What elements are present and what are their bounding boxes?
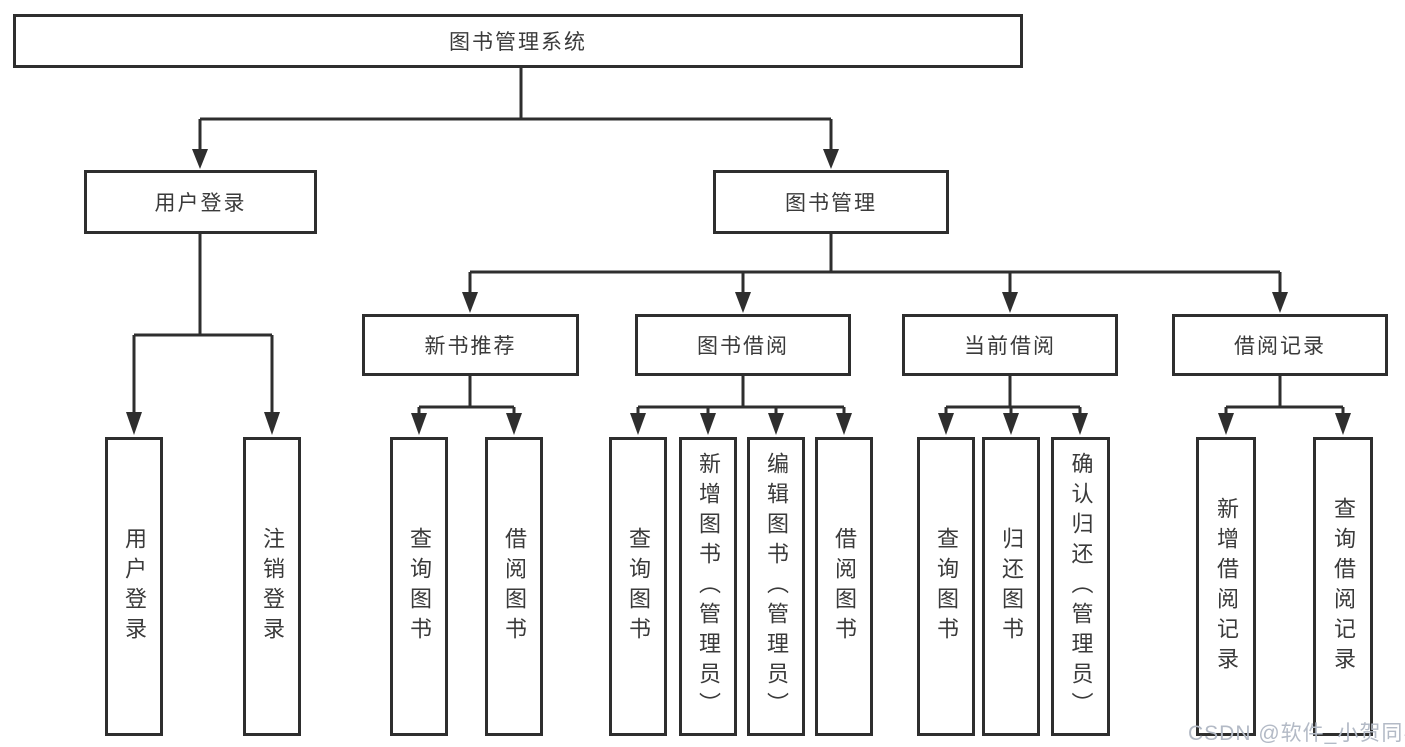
- node-book-borrow: 图书借阅: [635, 314, 851, 376]
- leaf-recommend-borrow-books-label: 借阅图书: [502, 526, 527, 647]
- leaf-user-login: 用户登录: [105, 437, 163, 736]
- node-user-login-branch-label: 用户登录: [154, 192, 247, 215]
- node-user-login-branch: 用户登录: [84, 170, 317, 234]
- node-library-system: 图书管理系统: [13, 14, 1023, 68]
- leaf-add-borrow-record-label: 新增借阅记录: [1214, 496, 1239, 677]
- node-current-borrow: 当前借阅: [902, 314, 1118, 376]
- node-new-book-recommend-label: 新书推荐: [424, 335, 517, 358]
- node-book-management: 图书管理: [713, 170, 949, 234]
- leaf-add-books-admin: 新增图书（管理员）: [679, 437, 737, 736]
- leaf-return-books-label: 归还图书: [999, 526, 1024, 647]
- leaf-return-books: 归还图书: [982, 437, 1040, 736]
- leaf-user-login-label: 用户登录: [122, 526, 147, 647]
- leaf-add-books-admin-label: 新增图书（管理员）: [696, 451, 721, 722]
- leaf-recommend-borrow-books: 借阅图书: [485, 437, 543, 736]
- leaf-current-query-books-label: 查询图书: [934, 526, 959, 647]
- leaf-recommend-query-books: 查询图书: [390, 437, 448, 736]
- node-borrow-records: 借阅记录: [1172, 314, 1388, 376]
- node-borrow-records-label: 借阅记录: [1234, 335, 1326, 358]
- leaf-borrow-borrow-books: 借阅图书: [815, 437, 873, 736]
- node-new-book-recommend: 新书推荐: [362, 314, 579, 376]
- leaf-logout: 注销登录: [243, 437, 301, 736]
- leaf-borrow-query-books: 查询图书: [609, 437, 667, 736]
- leaf-edit-books-admin-label: 编辑图书（管理员）: [764, 451, 789, 722]
- node-book-borrow-label: 图书借阅: [697, 335, 789, 358]
- leaf-query-borrow-record-label: 查询借阅记录: [1331, 496, 1356, 677]
- leaf-recommend-query-books-label: 查询图书: [407, 526, 432, 647]
- csdn-watermark: CSDN @软件_小贺同学: [1188, 722, 1405, 745]
- leaf-borrow-borrow-books-label: 借阅图书: [832, 526, 857, 647]
- leaf-logout-label: 注销登录: [260, 526, 285, 647]
- node-library-system-label: 图书管理系统: [449, 31, 587, 54]
- leaf-query-borrow-record: 查询借阅记录: [1313, 437, 1373, 736]
- node-book-management-label: 图书管理: [785, 192, 877, 215]
- leaf-current-query-books: 查询图书: [917, 437, 975, 736]
- leaf-confirm-return-admin: 确认归还（管理员）: [1051, 437, 1110, 736]
- leaf-borrow-query-books-label: 查询图书: [626, 526, 651, 647]
- leaf-confirm-return-admin-label: 确认归还（管理员）: [1068, 451, 1094, 722]
- leaf-edit-books-admin: 编辑图书（管理员）: [747, 437, 805, 736]
- node-current-borrow-label: 当前借阅: [964, 335, 1056, 358]
- leaf-add-borrow-record: 新增借阅记录: [1196, 437, 1256, 736]
